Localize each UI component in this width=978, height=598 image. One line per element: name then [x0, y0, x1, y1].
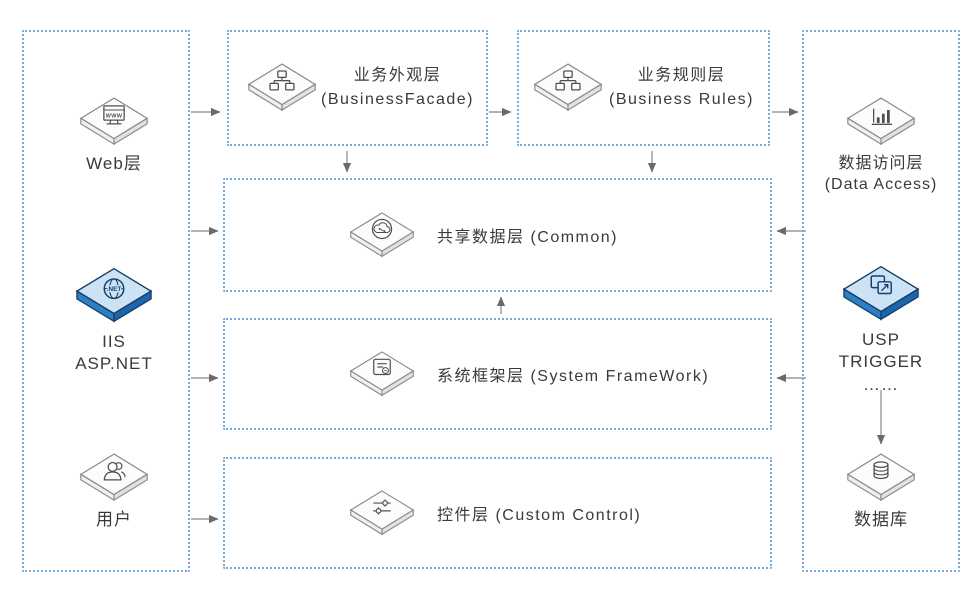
node-data-access: 数据访问层 (Data Access) [796, 96, 966, 195]
node-system-framework: 系统框架层 (System FrameWork) [223, 318, 772, 430]
iis-caption-line2: ASP.NET [75, 354, 153, 374]
custom-control-label: 控件层 (Custom Control) [437, 507, 642, 524]
bar-chart-icon [846, 97, 916, 146]
node-iis-aspnet: .NET IIS ASP.NET [29, 266, 199, 376]
business-facade-label: 业务外观层 (BusinessFacade) [317, 64, 478, 112]
browser-www-icon: WWW [79, 97, 149, 146]
business-facade-label-zh: 业务外观层 [353, 67, 442, 84]
business-rules-label-en: (Business Rules) [609, 91, 754, 108]
database-caption: 数据库 [854, 510, 908, 529]
data-access-caption-zh: 数据访问层 [838, 155, 924, 172]
org-chart-icon [533, 63, 603, 112]
business-facade-label-en: (BusinessFacade) [321, 91, 474, 108]
user-caption: 用户 [96, 510, 132, 529]
cloud-share-icon [349, 211, 415, 257]
node-common: 共享数据层 (Common) [223, 178, 772, 292]
stored-procedure-icon [842, 265, 920, 321]
usp-caption-ellipsis: …… [862, 374, 899, 394]
data-access-caption-en: (Data Access) [824, 176, 938, 194]
node-custom-control: 控件层 (Custom Control) [223, 457, 772, 569]
node-business-rules: 业务规则层 (Business Rules) [517, 30, 770, 146]
data-access-caption: 数据访问层 (Data Access) [825, 153, 938, 195]
usp-caption-line2: TRIGGER [838, 352, 924, 372]
right-column-group [802, 30, 960, 572]
org-chart-icon [247, 63, 317, 112]
www-glyph-text: WWW [106, 114, 123, 120]
business-rules-label: 业务规则层 (Business Rules) [603, 64, 760, 112]
database-cylinder-icon [846, 453, 916, 502]
system-framework-label: 系统框架层 (System FrameWork) [437, 368, 710, 385]
common-label: 共享数据层 (Common) [437, 229, 619, 246]
sliders-icon [349, 489, 415, 535]
dotnet-globe-icon: .NET [75, 267, 153, 323]
left-column-group [22, 30, 190, 572]
node-web-tier: WWW Web层 [29, 96, 199, 175]
person-icon [79, 453, 149, 502]
iis-aspnet-caption: IIS ASP.NET [75, 331, 153, 376]
form-report-icon [349, 350, 415, 396]
iis-caption-line1: IIS [102, 332, 126, 351]
usp-trigger-caption: USP TRIGGER …… [839, 329, 923, 396]
dotnet-glyph-text: .NET [107, 286, 122, 293]
business-rules-label-zh: 业务规则层 [637, 67, 726, 84]
node-database: 数据库 [796, 452, 966, 531]
web-tier-caption: Web层 [86, 154, 142, 173]
usp-caption-line1: USP [862, 330, 900, 349]
node-usp-trigger: USP TRIGGER …… [796, 264, 966, 396]
node-user: 用户 [29, 452, 199, 531]
node-business-facade: 业务外观层 (BusinessFacade) [227, 30, 488, 146]
